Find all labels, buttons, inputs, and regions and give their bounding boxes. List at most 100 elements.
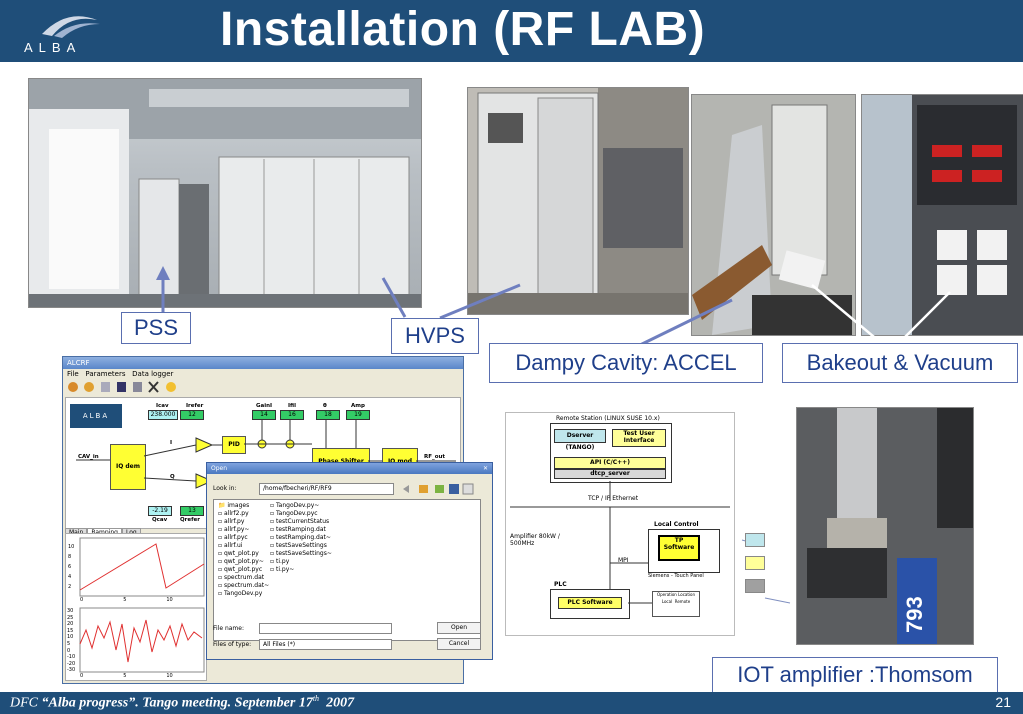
remote-station-label: Remote Station (LINUX SUSE 10.x) — [556, 415, 660, 422]
ifil-input[interactable]: 16 — [280, 410, 304, 420]
dialog-title: Open — [211, 465, 228, 472]
test-user-interface-box: Test User Interface — [612, 429, 666, 447]
i-signal-label: I — [170, 440, 173, 446]
hvps-label: HVPS — [391, 318, 479, 354]
loop-wiring — [76, 420, 456, 489]
file-name-input[interactable] — [259, 623, 392, 634]
plc-label: PLC — [554, 581, 567, 588]
menu-data-logger[interactable]: Data logger — [132, 370, 174, 378]
toolbar-icon-save — [117, 382, 126, 392]
file-item[interactable]: ▫ allrf.ui — [218, 542, 243, 549]
file-item[interactable]: ▫ allrf.py~ — [218, 526, 250, 533]
file-column-2: ▫ TangoDev.py~ ▫ TangoDev.pyc ▫ testCurr… — [270, 502, 332, 574]
photo-iot-amplifier: 793 — [796, 407, 974, 645]
pss-label: PSS — [121, 312, 191, 344]
pid-block[interactable]: PID — [222, 436, 246, 454]
footer-event: DFC “Alba progress”. Tango meeting. Sept… — [10, 694, 354, 712]
theta-label: θ — [323, 403, 327, 409]
menu-file[interactable]: File — [67, 370, 79, 378]
menu-parameters[interactable]: Parameters — [85, 370, 126, 378]
footer-sup: th — [312, 694, 320, 703]
file-item[interactable]: ▫ ti.py — [270, 558, 290, 565]
look-in-select[interactable]: /home/fbecheri/RF/RF9 — [259, 483, 394, 495]
file-item[interactable]: ▫ allrf.pyc — [218, 534, 248, 541]
open-button[interactable]: Open — [437, 622, 481, 634]
header-bar: ALBA Installation (RF LAB) — [0, 0, 1023, 62]
footer-event-text: “Alba progress”. Tango meeting. Septembe… — [41, 695, 313, 711]
file-item[interactable]: ▫ TangoDev.pyc — [270, 510, 318, 517]
toolbar-icon-open — [68, 382, 78, 392]
photo-rf-lab-hall — [28, 78, 422, 308]
legend-swatch-server — [745, 579, 765, 593]
cav-in-label: CAV_in — [78, 454, 99, 460]
file-item[interactable]: ▫ TangoDev.py~ — [270, 502, 320, 509]
tcp-ip-label: TCP / IP Ethernet — [588, 495, 639, 502]
ramping-plot-graphics — [79, 537, 205, 673]
close-icon[interactable]: ✕ — [482, 465, 488, 472]
footer-dfc: DFC — [10, 695, 38, 711]
irefer-input[interactable]: 12 — [180, 410, 204, 420]
photo-dampy-cavity — [691, 94, 856, 336]
gaini-label: GainI — [256, 403, 273, 409]
app-title-bar: ALCRF — [63, 357, 463, 369]
dampy-cavity-label: Dampy Cavity: ACCEL — [489, 343, 763, 383]
footer-year: 2007 — [326, 695, 355, 711]
qcav-value: -2.19 — [148, 506, 172, 516]
toolbar-icon-doc — [101, 382, 110, 392]
new-folder-icon — [435, 485, 444, 493]
toolbar-icon-tools — [148, 381, 159, 393]
operation-location-box: Operation Location Local Remote — [652, 591, 700, 617]
files-of-type-select[interactable]: All Files (*) — [259, 639, 392, 650]
file-item[interactable]: 📁 images — [218, 502, 250, 509]
files-of-type-label: Files of type: — [213, 641, 252, 648]
file-item[interactable]: ▫ spectrum.dat — [218, 574, 265, 581]
icav-label: Icav — [156, 403, 169, 409]
footer-bar: DFC “Alba progress”. Tango meeting. Sept… — [0, 692, 1023, 714]
file-item[interactable]: ▫ allrf.py — [218, 518, 245, 525]
file-column-1: 📁 images ▫ allrf2.py ▫ allrf.py ▫ allrf.… — [218, 502, 269, 598]
qrefer-input[interactable]: 13 — [180, 506, 204, 516]
qrefer-label: Qrefer — [180, 517, 200, 523]
siemens-touch-panel-label: Siemens - Touch Panel — [648, 573, 704, 579]
control-architecture-diagram: Remote Station (LINUX SUSE 10.x) Dserver… — [505, 412, 735, 636]
page-number: 21 — [995, 694, 1011, 710]
iq-dem-block[interactable]: IQ dem — [110, 444, 146, 490]
touch-panel-box — [648, 529, 720, 573]
bakeout-vacuum-label: Bakeout & Vacuum — [782, 343, 1018, 383]
amp-input[interactable]: 19 — [346, 410, 370, 420]
icav-value: 238.000 — [148, 410, 178, 420]
file-item[interactable]: ▫ testRamping.dat — [270, 526, 326, 533]
file-item[interactable]: ▫ ti.py~ — [270, 566, 295, 573]
remote-station-box — [550, 423, 672, 483]
file-item[interactable]: ▫ qwt_plot.py~ — [218, 558, 264, 565]
look-in-label: Look in: — [213, 485, 237, 492]
file-item[interactable]: ▫ qwt_plot.py — [218, 550, 259, 557]
file-item[interactable]: ▫ testSaveSettings — [270, 542, 327, 549]
file-item[interactable]: ▫ spectrum.dat~ — [218, 582, 270, 589]
gaini-input[interactable]: 14 — [252, 410, 276, 420]
cancel-button[interactable]: Cancel — [437, 638, 481, 650]
toolbar-icon-print — [133, 382, 142, 392]
file-item[interactable]: ▫ allrf2.py — [218, 510, 249, 517]
file-item[interactable]: ▫ testSaveSettings~ — [270, 550, 332, 557]
qcav-label: Qcav — [152, 517, 168, 523]
file-item[interactable]: ▫ qwt_plot.pyc — [218, 566, 263, 573]
file-item[interactable]: ▫ testCurrentStatus — [270, 518, 330, 525]
toolbar-icon-help — [166, 382, 176, 392]
tp-software-box: TP Software — [658, 535, 700, 561]
file-item[interactable]: ▫ TangoDev.py — [218, 590, 263, 597]
back-icon — [403, 485, 409, 493]
file-item[interactable]: ▫ testRamping.dat~ — [270, 534, 331, 541]
toolbar-icon-folder — [84, 382, 94, 392]
irefer-label: Irefer — [186, 403, 204, 409]
dserver-box: Dserver (TANGO) — [554, 429, 606, 451]
list-view-icon — [449, 484, 459, 494]
arch-connections — [510, 481, 730, 604]
alba-logo: ALBA — [12, 6, 122, 56]
plc-box — [550, 589, 630, 619]
theta-input[interactable]: 18 — [316, 410, 340, 420]
